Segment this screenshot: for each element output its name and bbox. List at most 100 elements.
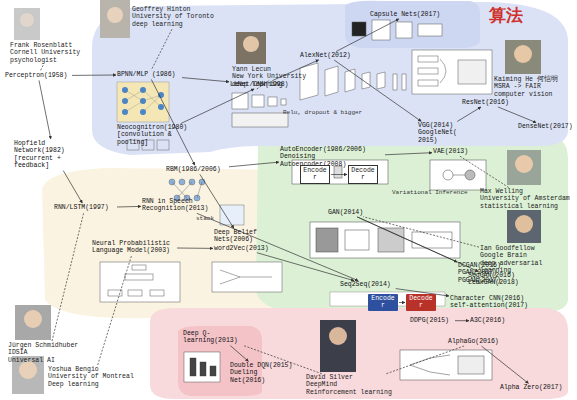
node-heading: Decoder <box>408 295 434 310</box>
node-heading: Capsule Nets(2017) <box>370 11 444 18</box>
arrow-connector <box>385 153 432 155</box>
node-text: MSRA -> FAIR <box>494 83 572 90</box>
node-heading: RNN in Speech Recognition(2013) <box>142 198 214 213</box>
arrow-connector <box>336 19 399 52</box>
portrait-face <box>329 327 347 345</box>
algorithm-node: GAN(2014) <box>328 209 368 216</box>
leader-line <box>52 212 84 341</box>
node-text: psychologist <box>10 57 88 64</box>
portrait-face <box>20 13 34 27</box>
rl-region <box>150 308 568 399</box>
node-heading: Frank Rosenblatt <box>10 42 88 49</box>
node-heading: DenseNet(2017) <box>518 123 574 130</box>
node-heading: Alpha Zero(2017) <box>500 384 568 391</box>
arrow-connector <box>482 346 529 383</box>
autoencoder-box: Encoder <box>300 165 330 184</box>
decoder-box: Decoder <box>406 294 436 311</box>
node-heading: Jürgen Schmidhuber <box>8 342 90 349</box>
person-card: Jürgen SchmidhuberIDSIAUniversal AI <box>8 342 90 364</box>
arrow-connector <box>331 174 347 175</box>
node-heading: Encoder <box>303 167 327 182</box>
vae-illustration <box>430 160 486 190</box>
node-heading: David Silver <box>306 374 402 381</box>
algorithm-node: Double DQN(2015) Dueling Net(2016) <box>230 362 294 384</box>
resnet-illustration <box>412 50 492 94</box>
node-heading: RNN/LSTM(1997) <box>54 204 116 211</box>
node-heading: Double DQN(2015) Dueling Net(2016) <box>230 362 294 384</box>
annotation-label: stack <box>196 216 214 223</box>
node-heading: Neural Probabilistic Language Model(2003… <box>92 240 176 255</box>
node-heading: Geoffrey Hinton <box>132 6 224 13</box>
algorithm-node: RNN in Speech Recognition(2013) <box>142 198 214 213</box>
diagram-title: 算法 <box>489 4 523 27</box>
node-heading: Seq2Seq(2014) <box>340 281 396 288</box>
algorithm-node: Alpha Zero(2017) <box>500 384 568 391</box>
algorithm-node: Seq2Seq(2014) <box>340 281 396 288</box>
node-heading: VAE(2013) <box>433 148 473 155</box>
node-heading: AlexNet(2012) <box>300 52 356 59</box>
node-text: Universal AI <box>8 357 90 364</box>
arrow-connector <box>498 107 536 123</box>
node-heading: BPNN/MLP (1986) <box>117 71 181 78</box>
node-text: Cornell University <box>10 49 88 56</box>
algorithm-node: Deep Q-learning(2013) <box>183 330 259 345</box>
leader-line <box>243 345 322 373</box>
portrait-face <box>243 36 259 52</box>
dqn-illustration <box>184 352 220 382</box>
arrow-connector <box>229 162 279 167</box>
node-heading: VGG(2014) GoogleNet(2015) <box>418 122 458 144</box>
node-text: University of Toronto <box>132 13 224 20</box>
algorithm-node: DDPG(2015) <box>410 317 454 324</box>
mlp-illustration <box>117 82 169 122</box>
portrait <box>507 150 541 185</box>
arrow-connector <box>39 80 51 139</box>
portrait <box>505 40 541 74</box>
autoencoder-box: Decoder <box>348 165 378 184</box>
node-heading: Perceptron(1958) <box>5 72 71 79</box>
portrait <box>507 210 541 243</box>
arrow-connector <box>177 248 213 249</box>
arrow-connector <box>455 320 469 321</box>
annotation-label: Relu, dropout & bigger <box>283 110 362 117</box>
portrait-face <box>24 310 42 328</box>
arrow-connector <box>399 302 405 303</box>
node-heading: SegGAN(2016) LeakGAN(2018) <box>468 272 524 287</box>
node-text: New York University <box>232 73 316 80</box>
algorithm-node: ResNet(2016) <box>462 99 514 106</box>
algorithm-node: A3C(2016) <box>470 317 510 324</box>
node-heading: A3C(2016) <box>470 317 510 324</box>
algorithm-node: Hopfield Network(1982) [recurrent + feed… <box>14 140 94 170</box>
node-heading: Character CNN(2016) self-attention(2017) <box>450 295 540 310</box>
algorithm-node: AlexNet(2012) <box>300 52 356 59</box>
node-text: deep learning <box>132 21 224 28</box>
dqn-region <box>178 326 262 396</box>
node-text: University of Montreal <box>48 373 140 380</box>
algorithm-node: Capsule Nets(2017) <box>370 11 444 18</box>
node-heading: Yann Lecun <box>232 66 316 73</box>
word2vec-illustration <box>212 262 282 292</box>
node-heading: Hopfield Network(1982) [recurrent + feed… <box>14 140 94 170</box>
capsule-illustration <box>352 20 442 40</box>
arrow-connector <box>197 213 358 280</box>
arrow-connector <box>182 78 229 82</box>
arrow-connector <box>63 171 82 203</box>
node-heading: Deep Belief Nets(2006) <box>214 229 264 244</box>
person-card: Geoffrey HintonUniversity of Torontodeep… <box>132 6 224 28</box>
node-text: Google Brain <box>480 252 576 259</box>
encoder-box: Encoder <box>368 294 398 311</box>
node-text: IDSIA <box>8 349 90 356</box>
leader-line <box>386 346 464 374</box>
node-text: DeepMind <box>306 381 402 388</box>
person-card: Yoshua BengioUniversity of MontrealDeep … <box>48 366 140 388</box>
arrow-connector <box>357 217 457 262</box>
node-heading: Encoder <box>370 295 396 310</box>
node-text: computer vision <box>494 91 572 98</box>
node-heading: GAN(2014) <box>328 209 368 216</box>
person-card: Frank RosenblattCornell Universitypsycho… <box>10 42 88 64</box>
arrow-connector <box>457 107 481 122</box>
node-heading: RBM(1986/2006) <box>166 166 228 173</box>
person-card: Max WellingUniversity of Amsterdamstatis… <box>480 188 574 210</box>
node-heading: Neocognitron(1980) [convolution & poolin… <box>117 124 195 146</box>
arrow-connector <box>151 79 194 165</box>
